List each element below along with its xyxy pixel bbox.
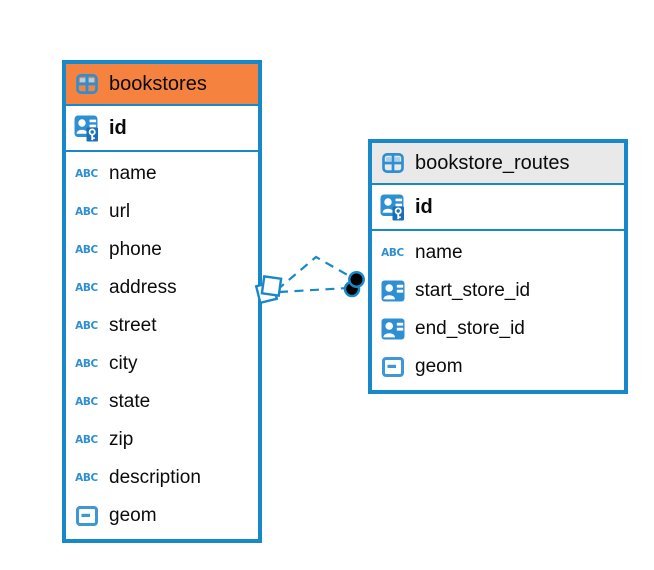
relation-line-lower[interactable]	[278, 286, 349, 294]
one-end-marker	[343, 271, 365, 298]
text-icon: ABC	[75, 243, 98, 257]
text-icon: ABC	[75, 433, 98, 447]
column-name: city	[109, 353, 138, 374]
column-row-url[interactable]: ABC url	[66, 193, 258, 231]
column-row-start_store_id[interactable]: start_store_id	[372, 272, 624, 310]
text-icon: ABC	[75, 281, 98, 295]
text-icon: ABC	[75, 357, 98, 371]
key-columns-section: id	[372, 185, 624, 231]
relation-line-upper[interactable]	[276, 255, 352, 291]
table-title: bookstores	[109, 72, 207, 95]
key-columns-section: id	[66, 106, 258, 152]
text-icon: ABC	[75, 205, 98, 219]
primary-key-icon	[73, 115, 100, 142]
column-row-street[interactable]: ABC street	[66, 307, 258, 345]
table-icon	[73, 74, 100, 94]
text-icon: ABC	[75, 167, 98, 181]
geometry-icon	[73, 506, 100, 526]
column-row-id[interactable]: id	[372, 185, 624, 229]
table-title: bookstore_routes	[415, 151, 570, 174]
column-row-phone[interactable]: ABC phone	[66, 231, 258, 269]
column-row-id[interactable]: id	[66, 106, 258, 150]
table-header[interactable]: bookstore_routes	[372, 143, 624, 185]
column-row-geom[interactable]: geom	[66, 497, 258, 535]
foreign-key-icon	[379, 280, 406, 302]
column-name: geom	[109, 505, 157, 526]
column-name: start_store_id	[415, 280, 531, 301]
column-name: street	[109, 315, 157, 336]
column-name: state	[109, 391, 151, 412]
column-name: phone	[109, 239, 162, 260]
foreign-key-icon	[379, 318, 406, 340]
column-name: id	[415, 195, 433, 218]
column-row-geom[interactable]: geom	[372, 348, 624, 386]
column-row-zip[interactable]: ABC zip	[66, 421, 258, 459]
column-name: url	[109, 201, 131, 222]
column-row-name[interactable]: ABC name	[372, 234, 624, 272]
text-icon: ABC	[381, 246, 404, 260]
table-bookstore_routes[interactable]: bookstore_routes id ABC name start_store_i…	[368, 139, 628, 394]
column-name: id	[109, 116, 127, 139]
primary-key-icon	[379, 194, 406, 221]
column-name: address	[109, 277, 177, 298]
table-icon	[379, 153, 406, 173]
column-name: name	[415, 242, 463, 263]
column-row-name[interactable]: ABC name	[66, 155, 258, 193]
column-row-description[interactable]: ABC description	[66, 459, 258, 497]
text-icon: ABC	[75, 471, 98, 485]
table-header[interactable]: bookstores	[66, 64, 258, 106]
text-icon: ABC	[75, 319, 98, 333]
relation-bookstores-bookstore_routes[interactable]	[254, 255, 365, 305]
column-row-state[interactable]: ABC state	[66, 383, 258, 421]
column-name: end_store_id	[415, 318, 525, 339]
column-row-city[interactable]: ABC city	[66, 345, 258, 383]
column-row-address[interactable]: ABC address	[66, 269, 258, 307]
column-name: zip	[109, 429, 134, 450]
column-row-end_store_id[interactable]: end_store_id	[372, 310, 624, 348]
text-icon: ABC	[75, 395, 98, 409]
column-name: geom	[415, 356, 463, 377]
geometry-icon	[379, 357, 406, 377]
column-name: description	[109, 467, 201, 488]
column-name: name	[109, 163, 157, 184]
